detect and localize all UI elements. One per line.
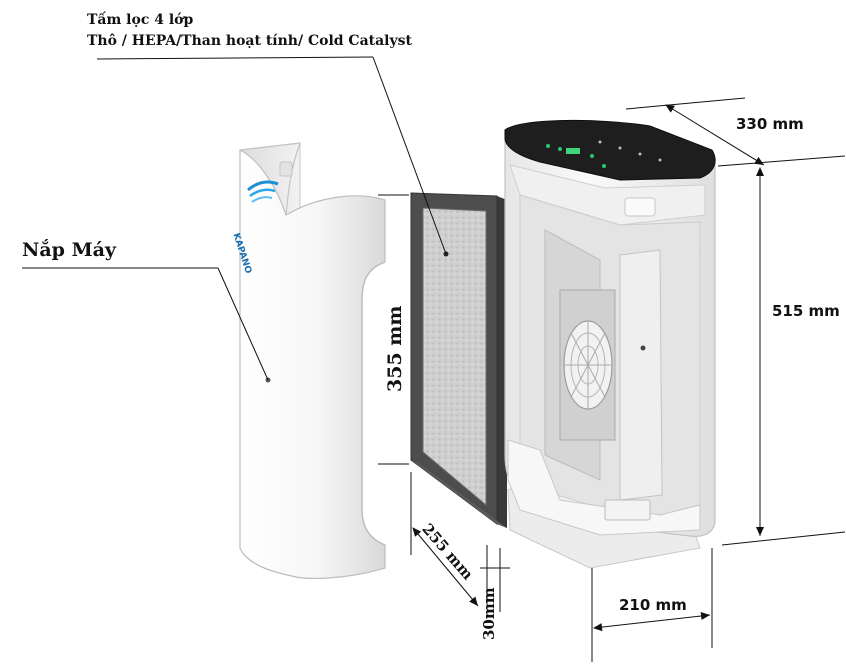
dimension-filter-thickness: 30mm <box>480 587 498 640</box>
cover-label: Nắp Máy <box>22 239 116 261</box>
panel-indicators <box>546 140 662 168</box>
filter-note-line2: Thô / HEPA/Than hoạt tính/ Cold Catalyst <box>87 33 412 49</box>
front-cover <box>239 142 386 579</box>
dimension-filter-height: 355 mm <box>384 305 406 392</box>
brand-logo-waves <box>247 180 279 203</box>
filter-note-line1: Tấm lọc 4 lớp <box>87 12 194 28</box>
fan-grille <box>559 289 616 441</box>
dimension-depth: 330 mm <box>736 115 804 133</box>
dimension-width: 210 mm <box>619 596 687 614</box>
dimension-height: 515 mm <box>772 302 840 320</box>
annotation-lines <box>22 56 846 662</box>
filter-panel <box>410 192 507 528</box>
purifier-body <box>504 119 716 569</box>
body-screw-dot <box>640 345 646 351</box>
